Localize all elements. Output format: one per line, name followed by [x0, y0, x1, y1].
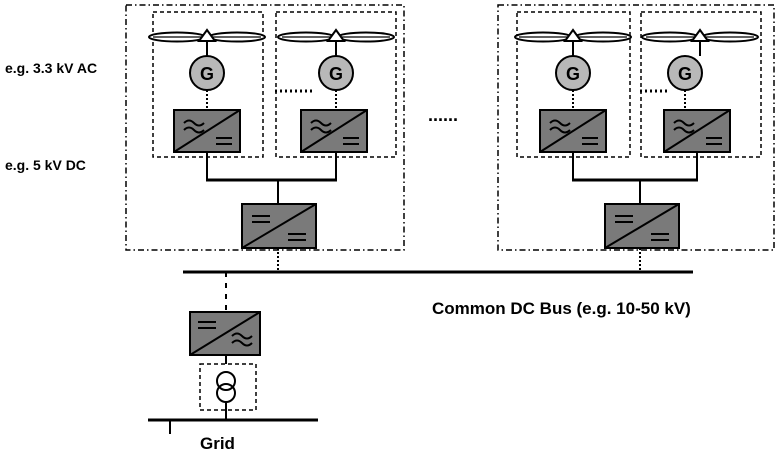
dc-ac-converter-icon: [189, 311, 261, 356]
generator-label: G: [678, 64, 692, 84]
generator-label: G: [566, 64, 580, 84]
generator-icon: G: [555, 55, 591, 91]
left-cluster-boundary: [125, 4, 405, 251]
cluster-ellipsis: ......: [428, 105, 458, 125]
turbine-rotor-icon: [514, 29, 632, 43]
right-turbine-1-boundary: [516, 11, 631, 158]
ac-dc-converter-icon: [173, 109, 241, 153]
ac-voltage-label: e.g. 3.3 kV AC: [5, 60, 97, 76]
ac-dc-converter-icon: [300, 109, 368, 153]
transformer-boundary: [199, 363, 257, 411]
right-turbine-2-boundary: [640, 11, 762, 158]
right-cluster-boundary: [497, 4, 775, 251]
ac-dc-converter-icon: [663, 109, 731, 153]
generator-icon: G: [189, 55, 225, 91]
generator-label: G: [200, 64, 214, 84]
transformer-icon: [216, 371, 236, 403]
turbine-rotor-icon: [641, 29, 759, 43]
dc-dc-converter-icon: [604, 203, 680, 249]
dc-voltage-label: e.g. 5 kV DC: [5, 157, 86, 173]
ac-dc-converter-icon: [539, 109, 607, 153]
turbine-rotor-icon: [148, 29, 266, 43]
generator-label: G: [329, 64, 343, 84]
generator-icon: G: [318, 55, 354, 91]
dc-dc-converter-icon: [241, 203, 317, 249]
common-dc-bus-label: Common DC Bus (e.g. 10-50 kV): [432, 299, 691, 318]
grid-label: Grid: [200, 434, 235, 453]
turbine-rotor-icon: [277, 29, 395, 43]
generator-icon: G: [667, 55, 703, 91]
